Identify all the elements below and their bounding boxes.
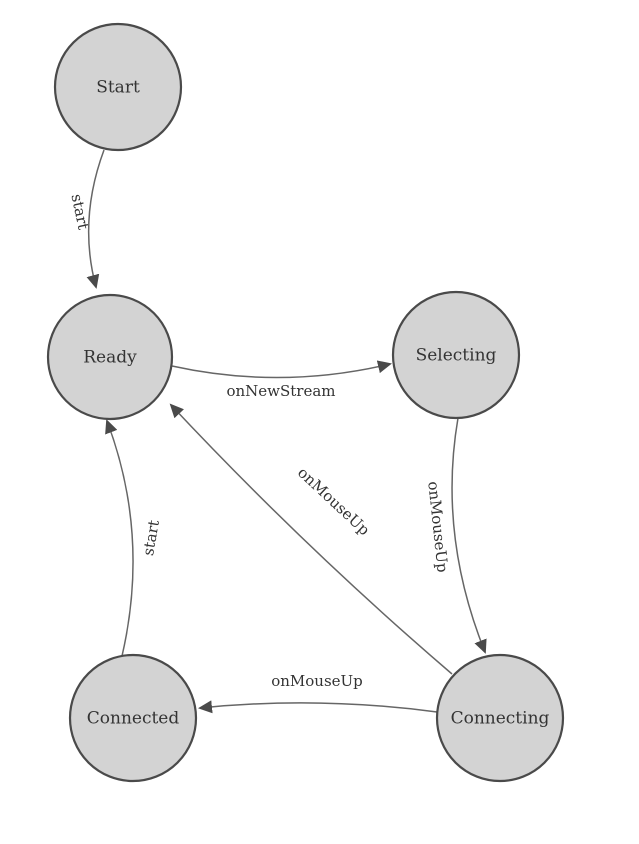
edge-label-connected-to-ready: start xyxy=(139,519,163,557)
node-start: Start xyxy=(53,22,183,152)
edge-connecting-to-ready xyxy=(169,403,453,675)
edge-label-connecting-to-ready: onMouseUp xyxy=(294,463,373,539)
edge-label-start-to-ready: start xyxy=(67,192,92,231)
nodes-layer: Start Ready Selecting Connecting Connect… xyxy=(46,22,565,783)
edge-connecting-to-connected xyxy=(198,700,438,714)
node-connecting-label: Connecting xyxy=(451,709,550,729)
node-connecting-circle xyxy=(435,653,565,783)
node-start-label: Start xyxy=(96,78,140,98)
edge-label-selecting-to-connecting: onMouseUp xyxy=(424,480,451,573)
node-selecting-circle xyxy=(391,290,521,420)
node-connected-label: Connected xyxy=(87,709,180,729)
node-connected: Connected xyxy=(68,653,198,783)
edge-start-to-ready xyxy=(86,149,105,289)
node-ready-circle xyxy=(46,293,174,421)
node-selecting-label: Selecting xyxy=(416,346,497,366)
node-connecting: Connecting xyxy=(435,653,565,783)
edge-selecting-to-connecting xyxy=(451,417,487,654)
edge-label-ready-to-selecting: onNewStream xyxy=(226,382,335,400)
edge-ready-to-selecting xyxy=(171,360,392,379)
edges-layer: start onNewStream onMouseUp onMouseUp on… xyxy=(67,149,487,714)
node-ready-label: Ready xyxy=(83,348,137,368)
node-selecting: Selecting xyxy=(391,290,521,420)
node-connected-circle xyxy=(68,653,198,783)
edge-connected-to-ready xyxy=(105,419,134,657)
node-start-circle xyxy=(53,22,183,152)
edge-label-connecting-to-connected: onMouseUp xyxy=(271,672,363,690)
node-ready: Ready xyxy=(46,293,174,421)
